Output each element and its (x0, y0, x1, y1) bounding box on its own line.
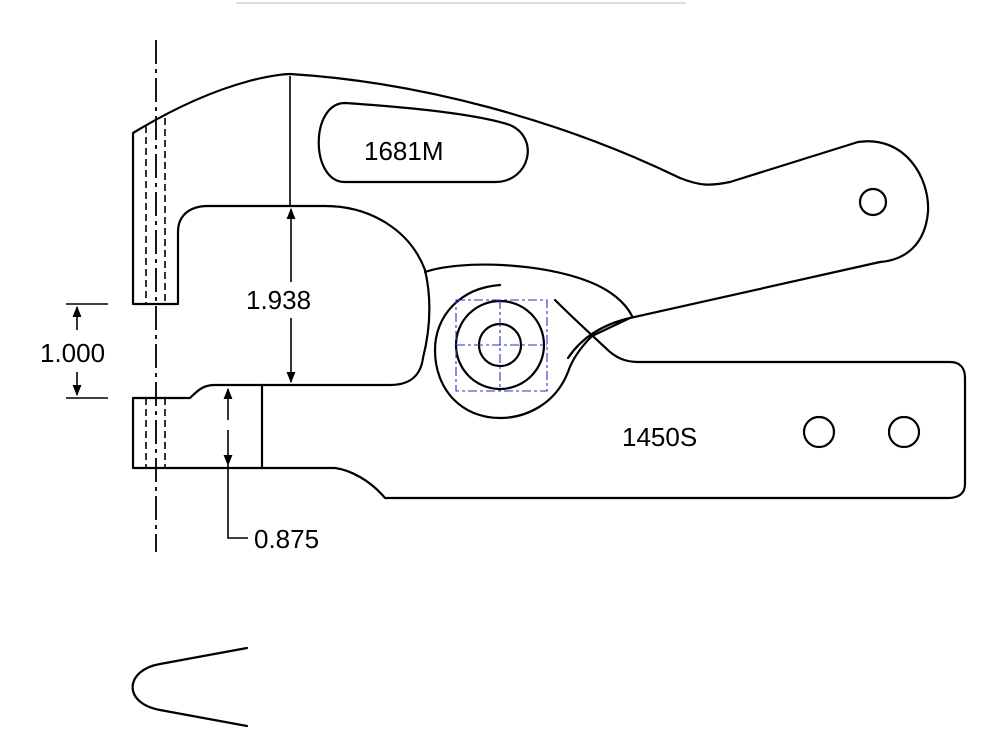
lower-part-outline (131, 360, 967, 500)
upper-arm-hole (858, 187, 888, 217)
lower-jaw-dimension-leader (227, 465, 248, 539)
upper-part-label: 1681M (364, 136, 444, 166)
upper-part-slot (317, 101, 529, 184)
pivot-lug-curve (553, 298, 952, 364)
throat-dimension-label: 1.938 (246, 285, 311, 315)
lower-jaw-dimension-label: 0.875 (254, 524, 319, 554)
detail-wedge-outline (131, 646, 249, 728)
lower-part-label: 1450S (622, 422, 697, 452)
upper-part-outline (131, 72, 930, 387)
lower-part-hole-2 (887, 415, 921, 449)
pivot-boss-outline (423, 263, 634, 420)
lower-part-hole-1 (802, 415, 836, 449)
opening-dimension-label: 1.000 (40, 338, 105, 368)
